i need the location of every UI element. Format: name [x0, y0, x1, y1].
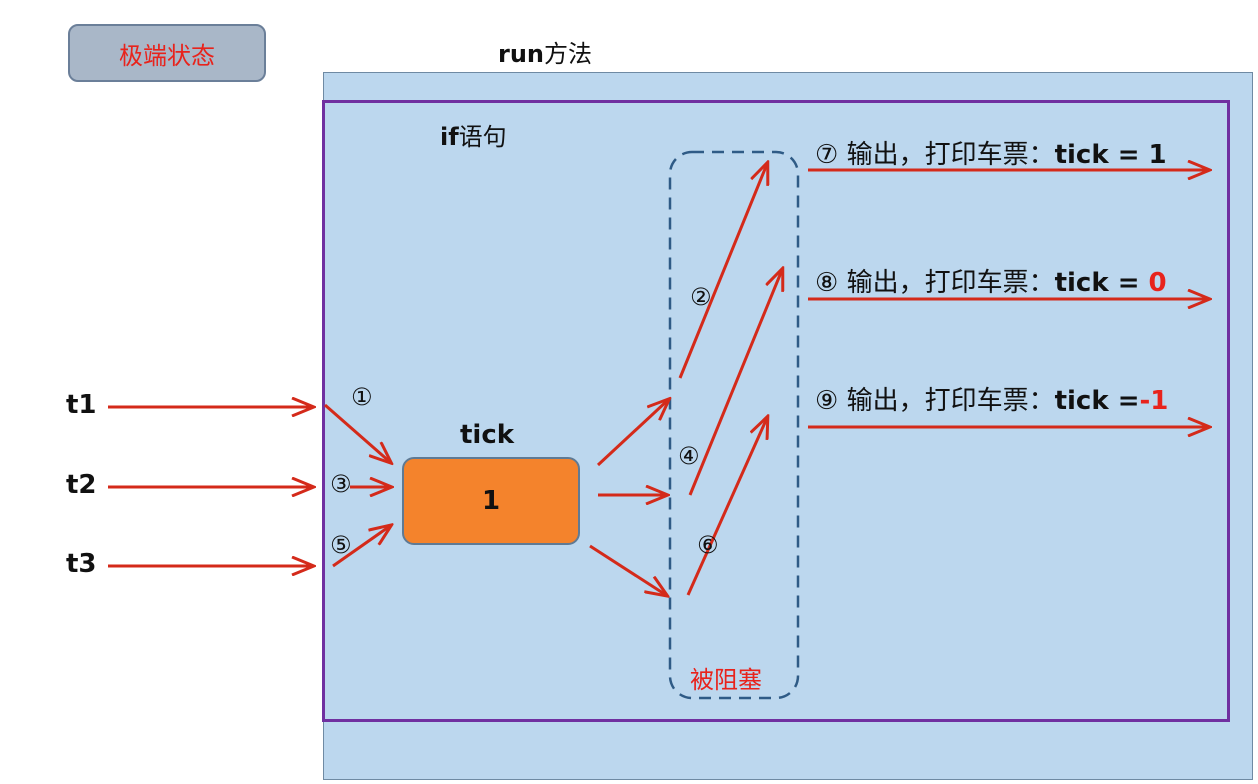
- step-3-marker: ③: [330, 470, 352, 498]
- tick-label: tick: [460, 420, 515, 450]
- output-var: tick =: [1054, 386, 1140, 416]
- step-1-marker: ①: [351, 383, 373, 411]
- tick-value: 1: [481, 486, 501, 516]
- thread-t3-label: t3: [66, 549, 97, 579]
- step-4-marker: ④: [678, 442, 700, 470]
- step-6-marker: ⑥: [697, 531, 719, 559]
- output-line-7: ⑦ 输出，打印车票：tick = 1: [815, 134, 1167, 171]
- output-step: ⑦: [815, 140, 839, 170]
- output-text: 输出，打印车票：: [846, 268, 1055, 298]
- step-5-marker: ⑤: [330, 531, 352, 559]
- output-step: ⑨: [815, 386, 839, 416]
- step5-arrow: [332, 526, 390, 568]
- badge-label: 极端状态: [119, 41, 215, 70]
- step1-arrow: [324, 403, 390, 462]
- blocked-label: 被阻塞: [690, 666, 762, 694]
- blocked-region: [668, 150, 800, 700]
- run-title-prefix: run: [498, 40, 545, 68]
- run-method-title: run方法: [498, 34, 592, 69]
- output-var: tick =: [1054, 140, 1149, 170]
- step6-arrow: [686, 418, 767, 596]
- thread-t2-label: t2: [66, 470, 97, 500]
- output-text: 输出，打印车票：: [846, 140, 1055, 170]
- run-title-suffix: 方法: [544, 40, 593, 68]
- if-statement-title: if语句: [440, 117, 507, 152]
- thread-t1-label: t1: [66, 390, 97, 420]
- tick-value-box: 1: [402, 457, 580, 545]
- output-step: ⑧: [815, 268, 839, 298]
- if-title-suffix: 语句: [458, 123, 507, 151]
- if-title-prefix: if: [440, 123, 459, 151]
- output-line-9: ⑨ 输出，打印车票：tick =-1: [815, 380, 1168, 417]
- extreme-state-badge: 极端状态: [68, 24, 266, 82]
- tick-out-arrow-3: [589, 544, 666, 595]
- output-value: 1: [1148, 140, 1167, 170]
- output-var: tick =: [1054, 268, 1149, 298]
- step-2-marker: ②: [690, 283, 712, 311]
- tick-out-arrow-1: [596, 400, 668, 467]
- output-text: 输出，打印车票：: [846, 386, 1055, 416]
- output-line-8: ⑧ 输出，打印车票：tick = 0: [815, 262, 1167, 299]
- output-value: -1: [1139, 386, 1169, 416]
- if-statement-box: [322, 100, 1230, 722]
- step4-arrow: [688, 270, 782, 496]
- output-value: 0: [1148, 268, 1167, 298]
- step2-arrow: [678, 164, 767, 379]
